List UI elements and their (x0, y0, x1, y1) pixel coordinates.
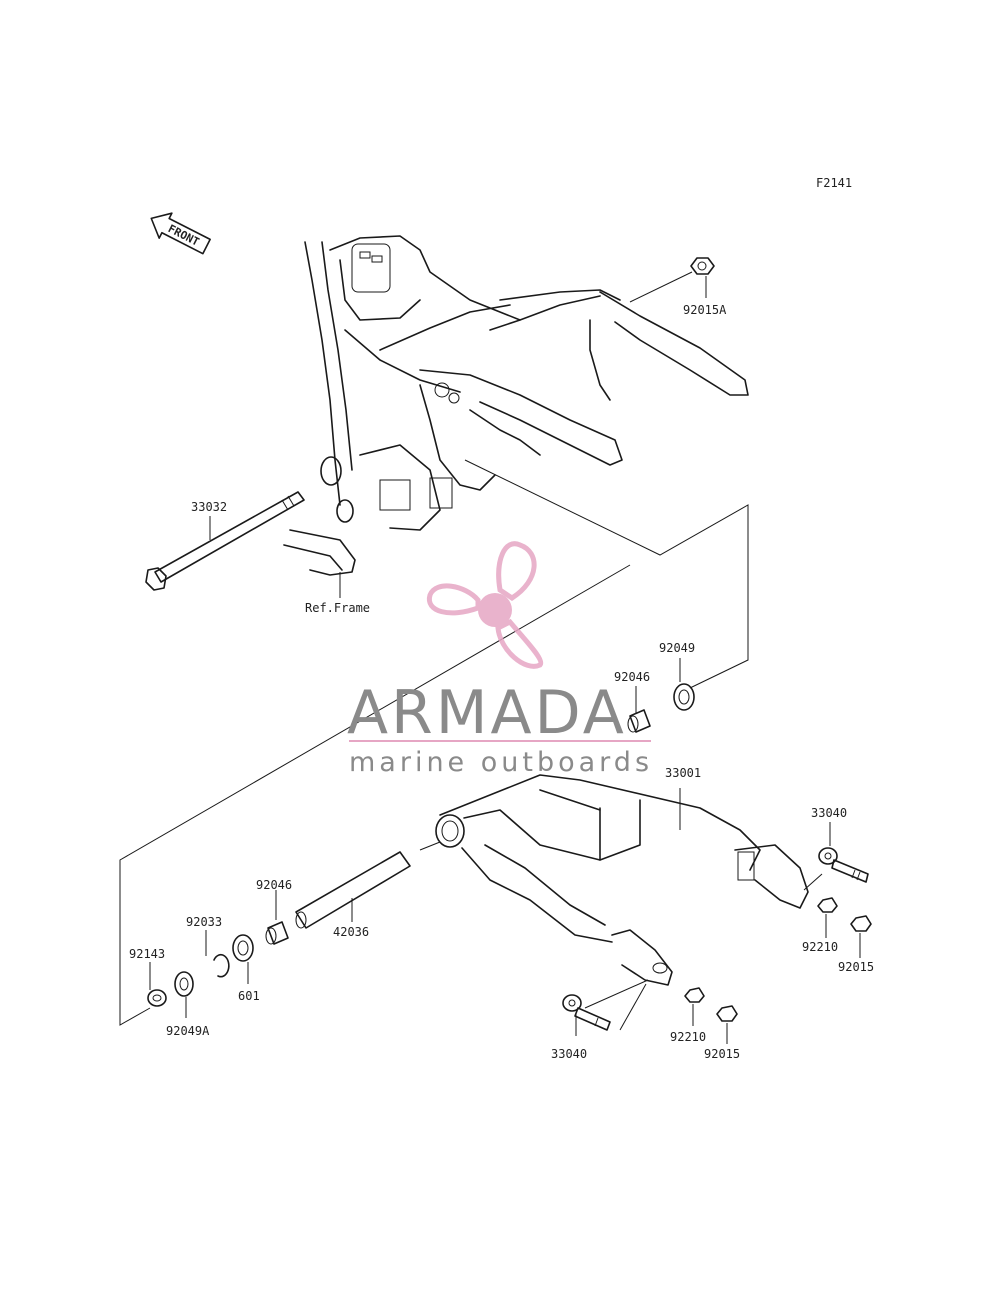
part-33040-bottom: 33040 (551, 979, 649, 1061)
part-92049-right: 92049 (659, 641, 695, 711)
part-92049A: 92049A (166, 971, 210, 1038)
watermark-subtitle: marine outboards (349, 747, 653, 778)
svg-text:92015: 92015 (838, 960, 874, 974)
part-33032: 33032 (145, 491, 305, 591)
part-33001-swingarm: 33001 (435, 766, 809, 986)
armada-logo-icon (426, 541, 544, 669)
svg-text:92049: 92049 (659, 641, 695, 655)
svg-text:601: 601 (238, 989, 260, 1003)
svg-text:33032: 33032 (191, 500, 227, 514)
part-42036: 42036 (295, 851, 411, 939)
svg-text:92143: 92143 (129, 947, 165, 961)
front-arrow-icon: FRONT (150, 212, 211, 255)
part-92015-bottom: 92015 (704, 1005, 740, 1061)
svg-text:42036: 42036 (333, 925, 369, 939)
part-92046-top: 92046 (614, 670, 651, 733)
svg-text:33001: 33001 (665, 766, 701, 780)
svg-text:92015: 92015 (704, 1047, 740, 1061)
svg-text:92046: 92046 (256, 878, 292, 892)
part-92046-left: 92046 (256, 878, 292, 945)
part-33040-right: 33040 (803, 806, 869, 891)
svg-text:92049A: 92049A (166, 1024, 210, 1038)
svg-text:92015A: 92015A (683, 303, 727, 317)
part-92210-bottom: 92210 (670, 987, 706, 1044)
svg-text:33040: 33040 (551, 1047, 587, 1061)
svg-text:92210: 92210 (670, 1030, 706, 1044)
svg-text:92046: 92046 (614, 670, 650, 684)
svg-text:92210: 92210 (802, 940, 838, 954)
svg-text:33040: 33040 (811, 806, 847, 820)
svg-text:92033: 92033 (186, 915, 222, 929)
part-92210-right: 92210 (802, 897, 838, 954)
ref-frame-label: Ref.Frame (305, 601, 370, 615)
part-92143: 92143 (129, 947, 167, 1007)
part-92033: 92033 (186, 915, 230, 978)
part-92015A: 92015A (683, 257, 727, 317)
watermark-title: ARMADA (347, 678, 627, 748)
diagram-code: F2141 (816, 176, 852, 190)
part-601: 601 (232, 934, 260, 1003)
part-92015-right: 92015 (838, 915, 874, 974)
main-frame (283, 235, 749, 576)
